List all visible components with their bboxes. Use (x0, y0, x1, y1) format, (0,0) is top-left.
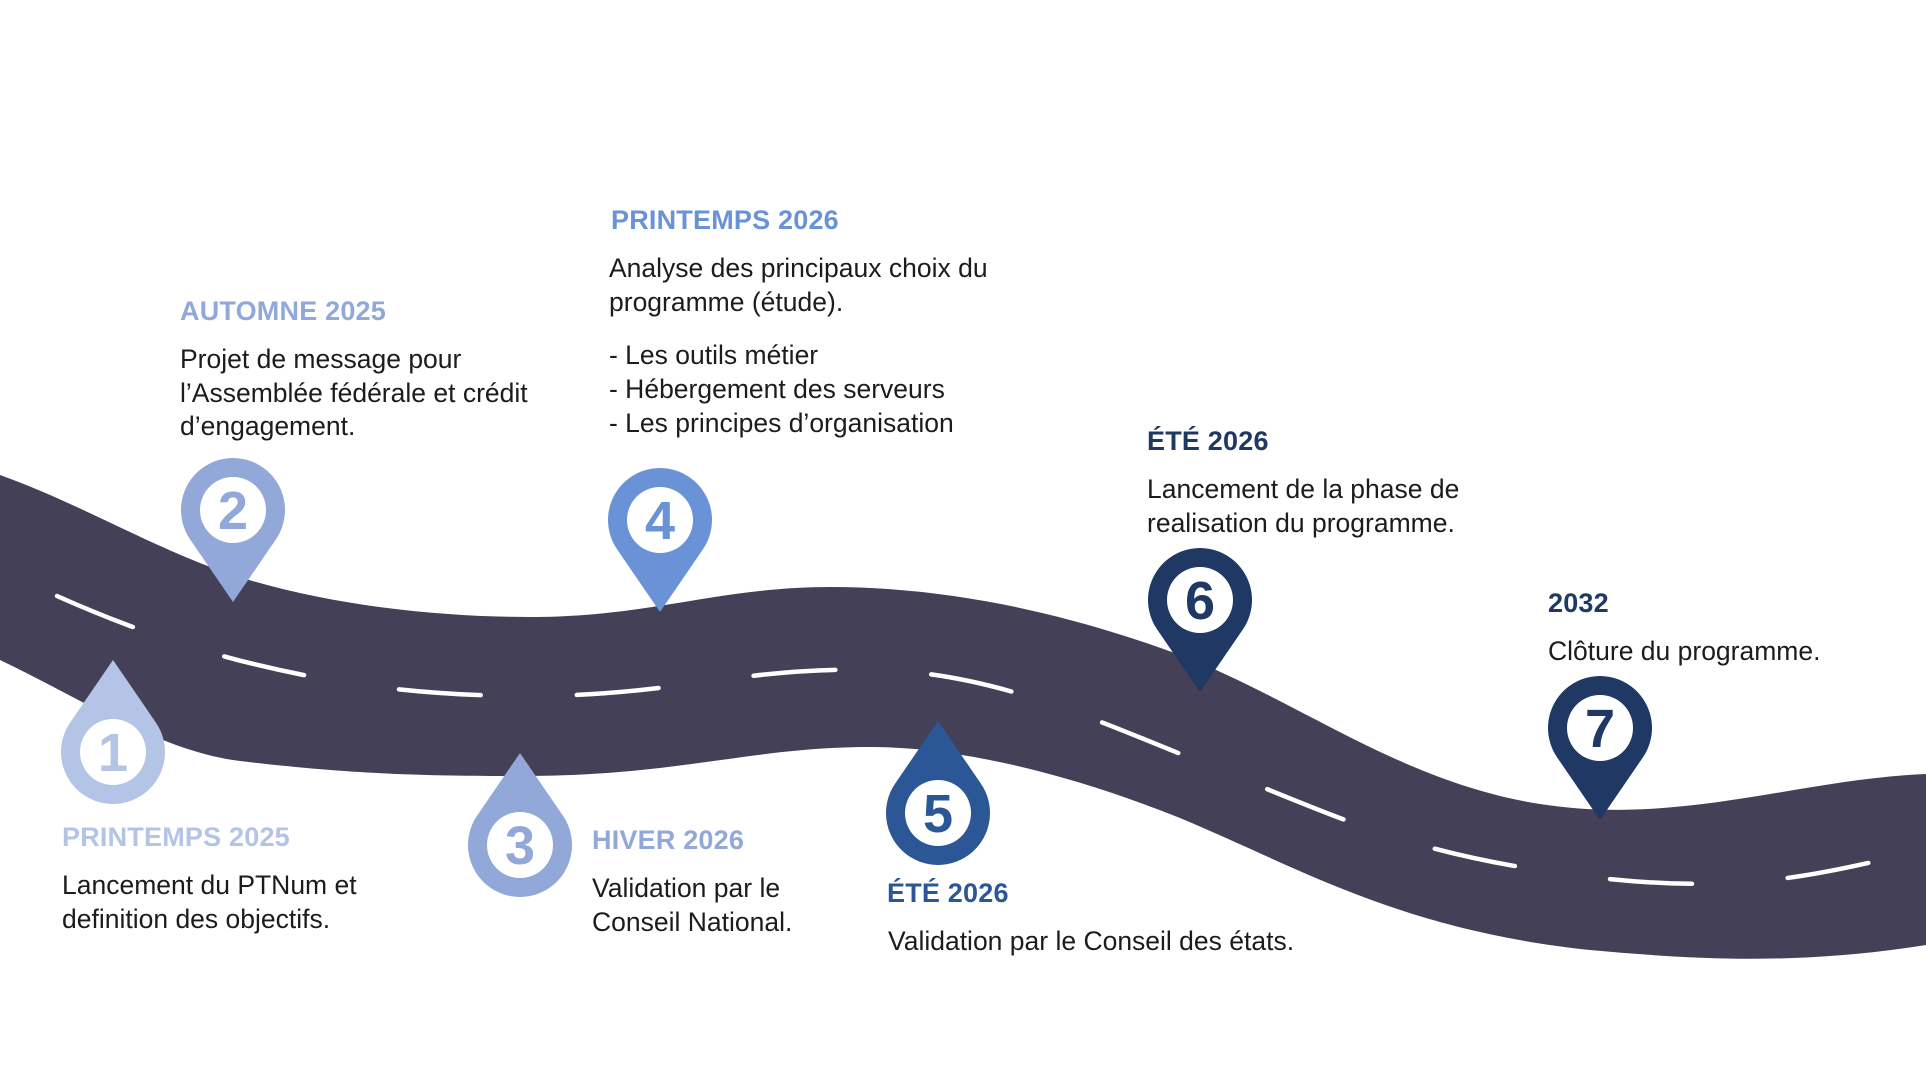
milestone-number: 2 (218, 481, 248, 541)
milestone-number: 6 (1185, 571, 1215, 631)
milestone-number: 5 (923, 784, 953, 844)
milestone-4-text: PRINTEMPS 2026 Analyse des principaux ch… (609, 205, 988, 440)
milestone-1-description: Lancement du PTNum et definition des obj… (62, 870, 357, 934)
milestone-3-text: HIVER 2026 Validation par le Conseil Nat… (592, 825, 792, 939)
milestone-7-title: 2032 (1548, 588, 1609, 618)
road (0, 475, 1926, 959)
milestone-3-pin: 3 (467, 753, 572, 897)
milestone-2-text: AUTOMNE 2025 Projet de message pour l’As… (180, 296, 528, 444)
pin-inner-circle (627, 487, 693, 553)
milestone-number: 7 (1585, 699, 1615, 759)
milestone-1-pin: 1 (60, 660, 165, 804)
milestone-4-pin: 4 (608, 468, 713, 612)
pin-inner-circle (905, 780, 971, 846)
milestone-5-pin: 5 (886, 721, 990, 865)
milestone-2-description: Projet de message pour l’Assemblée fédér… (180, 344, 528, 442)
milestone-6-title: ÉTÉ 2026 (1147, 426, 1269, 456)
milestone-5-title: ÉTÉ 2026 (887, 878, 1009, 908)
milestone-6-text: ÉTÉ 2026 Lancement de la phase de realis… (1147, 426, 1459, 540)
milestone-7-pin: 7 (1548, 676, 1652, 820)
milestone-1-text: PRINTEMPS 2025 Lancement du PTNum et def… (62, 822, 357, 936)
pin-inner-circle (487, 812, 553, 878)
pin-inner-circle (1167, 567, 1233, 633)
milestone-4-bullet-list: - Les outils métier - Hébergement des se… (609, 339, 988, 440)
milestone-7-text: 2032 Clôture du programme. (1548, 588, 1820, 669)
milestone-5-text: ÉTÉ 2026 Validation par le Conseil des é… (887, 878, 1294, 959)
milestone-7-description: Clôture du programme. (1548, 636, 1821, 666)
milestone-4-bullet: - Hébergement des serveurs (609, 373, 945, 404)
milestone-3-description: Validation par le Conseil National. (592, 873, 793, 937)
milestone-6-description: Lancement de la phase de realisation du … (1147, 474, 1460, 538)
milestone-4-bullet: - Les principes d’organisation (609, 407, 954, 438)
milestone-number: 1 (98, 723, 128, 783)
milestone-4-title: PRINTEMPS 2026 (611, 205, 839, 235)
pin-inner-circle (80, 719, 146, 785)
pin-inner-circle (1567, 695, 1633, 761)
pin-inner-circle (200, 477, 266, 543)
milestone-1-title: PRINTEMPS 2025 (62, 822, 290, 852)
milestone-4-description: Analyse des principaux choix du programm… (609, 253, 988, 317)
milestone-2-title: AUTOMNE 2025 (180, 296, 386, 326)
milestone-5-description: Validation par le Conseil des états. (888, 926, 1295, 956)
lane-marking (54, 593, 1926, 887)
milestone-2-pin: 2 (181, 458, 285, 602)
milestone-3-title: HIVER 2026 (592, 825, 745, 855)
milestone-6-pin: 6 (1148, 548, 1252, 692)
milestone-4-bullet: - Les outils métier (609, 340, 819, 371)
milestone-number: 4 (645, 491, 675, 551)
milestone-number: 3 (505, 816, 535, 876)
